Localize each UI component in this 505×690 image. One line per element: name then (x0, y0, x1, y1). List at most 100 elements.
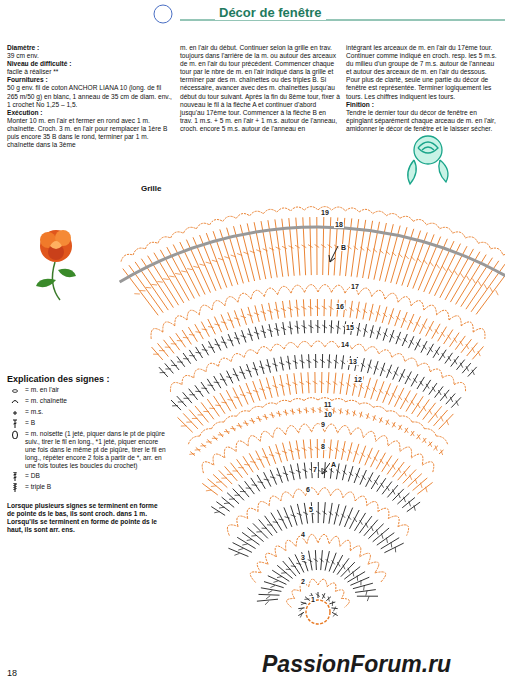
stitch-tick (246, 392, 252, 393)
stitch-tick (436, 350, 439, 355)
stitch-tick (242, 544, 247, 545)
stitch (264, 582, 284, 588)
stitch (382, 307, 387, 323)
stitch-tick (283, 412, 288, 414)
stitch-tick (233, 470, 239, 471)
stitch-tick (329, 512, 333, 515)
stitch-tick (472, 348, 475, 353)
stitch-tick (375, 480, 378, 485)
stitch (417, 399, 429, 416)
chain-arch (237, 411, 250, 416)
stitch (196, 347, 203, 358)
stitch-tick (338, 410, 343, 414)
chain-arch (325, 341, 339, 347)
chain-arch (405, 358, 418, 366)
stitch (347, 442, 352, 460)
stitch-tick (390, 334, 394, 338)
chain-arch (188, 436, 199, 444)
round-number: 4 (300, 531, 306, 538)
chain-arch (202, 462, 214, 473)
note-text: Lorsque plusieurs signes se terminent en… (7, 502, 158, 533)
text-column: m. en l'air du début. Continuer selon la… (180, 44, 340, 133)
stitch-tick (274, 328, 279, 330)
stitch (383, 383, 391, 403)
chain-arch (260, 431, 273, 441)
chain-arch (307, 534, 318, 544)
stitch (215, 339, 221, 351)
stitch-tick (399, 253, 403, 257)
stitch (242, 532, 259, 545)
stitch (253, 362, 257, 375)
stitch-tick (227, 474, 233, 475)
stitch-tick (308, 325, 313, 328)
chain-arch (231, 354, 244, 362)
stitch (259, 519, 273, 535)
chain-arch (332, 399, 346, 402)
chain-arch (263, 209, 277, 213)
stitch-tick (256, 250, 261, 252)
stitch-tick (420, 483, 422, 488)
stitch-tick (316, 594, 320, 597)
stitch (178, 417, 193, 432)
stitch-tick (268, 591, 272, 594)
chain-arch (392, 354, 405, 362)
chain-arch (351, 428, 364, 438)
stitch-tick (392, 423, 395, 428)
stitch (248, 307, 253, 323)
stitch-tick (267, 310, 272, 312)
stitch-tick (234, 318, 239, 320)
stitch-tick (311, 409, 316, 412)
stitch (377, 381, 384, 401)
stitch (421, 341, 427, 353)
chain-arch (358, 288, 371, 296)
stitch (402, 334, 407, 346)
body-text: 50 g env. fil de coton ANCHOR LIANA 10 (… (7, 84, 172, 108)
body-text: Monter 10 m. en l'air et fermer en rond … (7, 117, 172, 149)
stitch (171, 360, 179, 370)
stitch (360, 470, 367, 485)
stitch-tick (291, 515, 296, 517)
stitch-tick (163, 278, 169, 280)
stitch-tick (181, 271, 186, 272)
section-heading: Finition : (346, 101, 500, 109)
round-number-wrap: 16 (335, 295, 345, 313)
stitch (247, 528, 263, 542)
stitch-tick (189, 334, 195, 336)
chain-arch (373, 406, 386, 411)
round-number: 13 (348, 358, 358, 365)
stitch (165, 363, 174, 373)
stitch-tick (424, 260, 428, 264)
stitch-tick (386, 391, 390, 395)
stitch (467, 343, 478, 356)
round-number: 5 (308, 506, 314, 513)
stitch (357, 596, 378, 597)
stitch-tick (371, 526, 373, 531)
stitch (228, 334, 233, 346)
stitch-tick (140, 290, 146, 291)
stitch-tick (370, 310, 374, 314)
legend-heading: Explication des signes : (7, 374, 110, 384)
stitch-tick (233, 374, 239, 375)
stitch-tick (252, 484, 258, 486)
chain-arch (244, 350, 257, 358)
stitch-tick (295, 307, 300, 310)
stitch (446, 394, 455, 405)
stitch (272, 570, 289, 581)
stitch-tick (418, 258, 422, 262)
stitch-tick (333, 382, 338, 385)
stitch-tick (332, 601, 334, 606)
stitch-tick (259, 389, 264, 391)
stitch (245, 481, 255, 494)
round-number-wrap: 3 (300, 546, 306, 564)
stitch (277, 468, 283, 483)
stitch (265, 516, 278, 533)
chain-arch (269, 496, 281, 506)
stitch-tick (454, 338, 457, 343)
chain-arch (266, 553, 277, 564)
stitch-tick (302, 326, 307, 329)
stitch-tick (256, 459, 262, 460)
stitch-tick (368, 364, 372, 368)
chain-arch (311, 341, 325, 347)
stitch (411, 374, 418, 386)
orange-rose (36, 230, 76, 300)
